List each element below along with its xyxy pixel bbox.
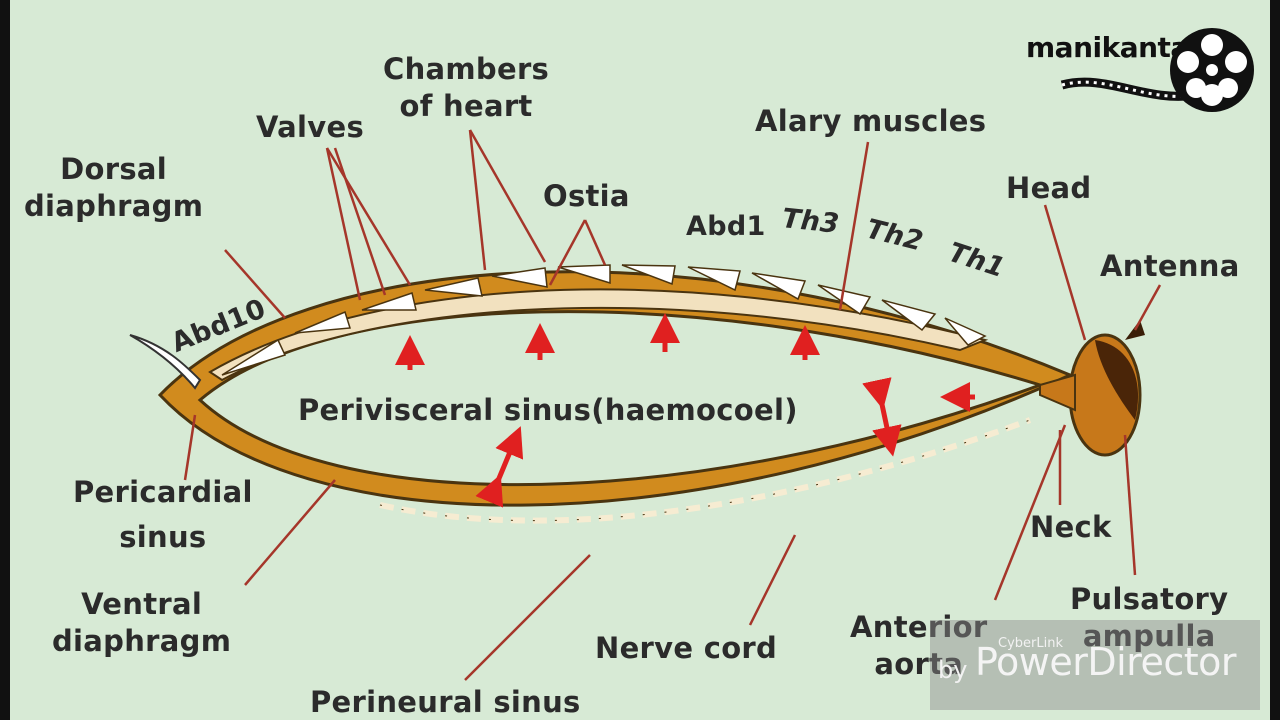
perivisceral-sinus-label: Perivisceral sinus(haemocoel)	[298, 393, 798, 427]
powerdirector-watermark	[930, 620, 1260, 710]
chambers-label: Chambers of heart	[383, 55, 549, 121]
nerve-cord	[379, 417, 1032, 524]
pulsatory-ampulla-label: Pulsatory ampulla	[1070, 585, 1228, 651]
pericardial-label-line1: Pericardial	[73, 475, 253, 509]
channel-logo: manikanta	[1026, 25, 1256, 115]
nerve-cord-label: Nerve cord	[595, 631, 778, 665]
ventral-diaphragm-label: Ventral diaphragm	[52, 590, 231, 656]
watermark-by-text: by	[938, 656, 968, 684]
pulsatory-label-line1: Pulsatory	[1070, 582, 1229, 616]
cyberlink-text: CyberLink	[998, 636, 1063, 651]
dorsal-label-line2: diaphragm	[24, 189, 204, 223]
flow-arrows	[395, 313, 975, 412]
antenna-label: Antenna	[1100, 249, 1240, 283]
anterior-aorta-label: Anterior aorta	[850, 613, 988, 679]
tail-spine	[129, 334, 202, 390]
powerdirector-text: PowerDirector	[975, 640, 1237, 684]
th3-label: Th3	[780, 203, 841, 240]
perineural-sinus-label: Perineural sinus	[310, 685, 581, 719]
alary-muscles-label: Alary muscles	[755, 104, 987, 138]
heart-chambers	[221, 264, 987, 376]
neck	[1039, 373, 1076, 412]
head-label: Head	[1006, 171, 1092, 205]
dorsal-label-line1: Dorsal	[60, 152, 168, 186]
ventral-label-line1: Ventral	[81, 587, 203, 621]
ostia-label: Ostia	[543, 179, 630, 213]
channel-logo-text: manikanta	[1026, 31, 1189, 64]
chambers-label-line1: Chambers	[383, 52, 550, 86]
film-reel-icon	[1060, 28, 1254, 112]
anterior-label-line2: aorta	[874, 647, 964, 681]
head-dark-region	[1095, 340, 1139, 420]
double-arrows	[475, 377, 902, 508]
ventral-label-line2: diaphragm	[52, 624, 232, 658]
pulsatory-label-line2: ampulla	[1082, 619, 1216, 653]
pericardial-sinus-label: Pericardial sinus	[73, 478, 253, 552]
leader-lines	[183, 129, 1162, 681]
chambers-label-line2: of heart	[399, 89, 533, 123]
anterior-label-line1: Anterior	[850, 610, 988, 644]
neck-label: Neck	[1030, 510, 1112, 544]
dorsal-diaphragm-label: Dorsal diaphragm	[24, 155, 203, 221]
valves-label: Valves	[256, 110, 365, 144]
abd1-label: Abd1	[686, 211, 766, 242]
pericardial-label-line2: sinus	[119, 520, 207, 554]
